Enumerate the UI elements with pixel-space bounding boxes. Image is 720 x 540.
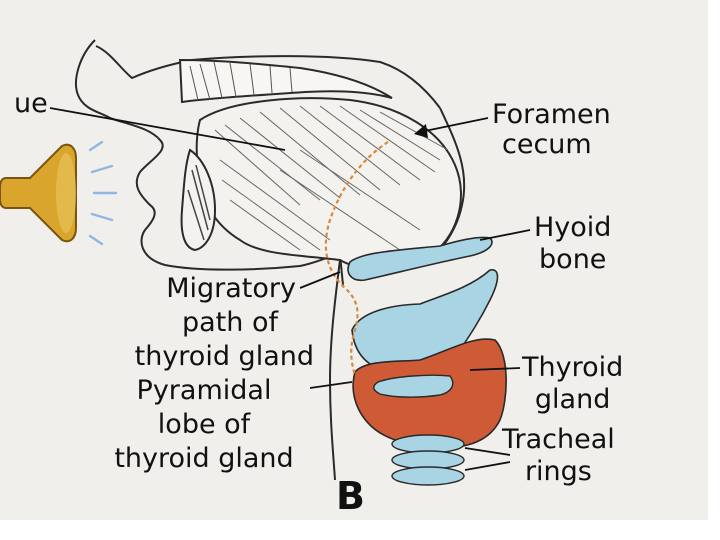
tracheal-rings-shapes bbox=[391, 434, 465, 486]
neck-front-outline bbox=[328, 259, 341, 481]
hyoid-bone-label: Hyoid bone bbox=[534, 212, 611, 276]
hyoid-bone-shape bbox=[347, 236, 493, 282]
foramen-label-line2: cecum bbox=[502, 129, 592, 160]
migratory-path-label: Migratory path of thyroid gland bbox=[76, 272, 314, 374]
foramen-arrowhead bbox=[414, 124, 428, 138]
migratory-leader bbox=[299, 271, 341, 289]
thyroid-label-line2: gland bbox=[534, 384, 611, 415]
migratory-label-line3: thyroid gland bbox=[134, 341, 314, 372]
tongue-muscle-striations bbox=[214, 105, 449, 251]
pyramidal-label-line3: thyroid gland bbox=[114, 443, 294, 474]
pyramidal-lobe-label: Pyramidal lobe of thyroid gland bbox=[84, 374, 324, 476]
pyramidal-leader bbox=[309, 381, 353, 389]
nasal-outline bbox=[95, 45, 441, 109]
tracheal-label-line1: Tracheal bbox=[502, 424, 615, 455]
foramen-label-line1: Foramen bbox=[492, 99, 611, 130]
figure-letter: B bbox=[336, 474, 365, 518]
thyroid-leader bbox=[469, 367, 521, 371]
mandible-hatching bbox=[187, 164, 211, 241]
migratory-path-line bbox=[324, 141, 389, 376]
speaker-audio-icon[interactable] bbox=[0, 138, 118, 248]
tracheal-rings-label: Tracheal rings bbox=[502, 424, 615, 488]
head-outline bbox=[75, 39, 344, 286]
pharynx-wall bbox=[439, 107, 466, 251]
migratory-label-line1: Migratory bbox=[166, 273, 296, 304]
tongue-label: ue bbox=[14, 88, 48, 120]
tongue-label-text: ue bbox=[14, 88, 48, 119]
cricoid-cartilage-shape bbox=[373, 374, 454, 398]
pyramidal-label-line1: Pyramidal bbox=[136, 375, 272, 406]
thyroid-label-line1: Thyroid bbox=[522, 352, 624, 383]
foramen-leader bbox=[419, 117, 489, 133]
hyoid-label-line2: bone bbox=[539, 244, 607, 275]
hyoid-label-line1: Hyoid bbox=[534, 212, 612, 243]
tongue-mass bbox=[195, 97, 462, 269]
palate-hatching bbox=[189, 61, 293, 101]
migratory-label-line2: path of bbox=[182, 307, 278, 338]
foramen-cecum-label: Foramen cecum bbox=[492, 100, 611, 160]
leader-lines bbox=[49, 107, 531, 471]
tracheal-label-line2: rings bbox=[524, 456, 592, 487]
palate-outline bbox=[178, 58, 393, 104]
tracheal-leader bbox=[464, 447, 511, 471]
tongue-leader bbox=[49, 107, 286, 151]
hyoid-leader bbox=[479, 229, 531, 241]
thyroid-gland-label: Thyroid gland bbox=[522, 352, 623, 416]
pyramidal-label-line2: lobe of bbox=[157, 409, 251, 440]
